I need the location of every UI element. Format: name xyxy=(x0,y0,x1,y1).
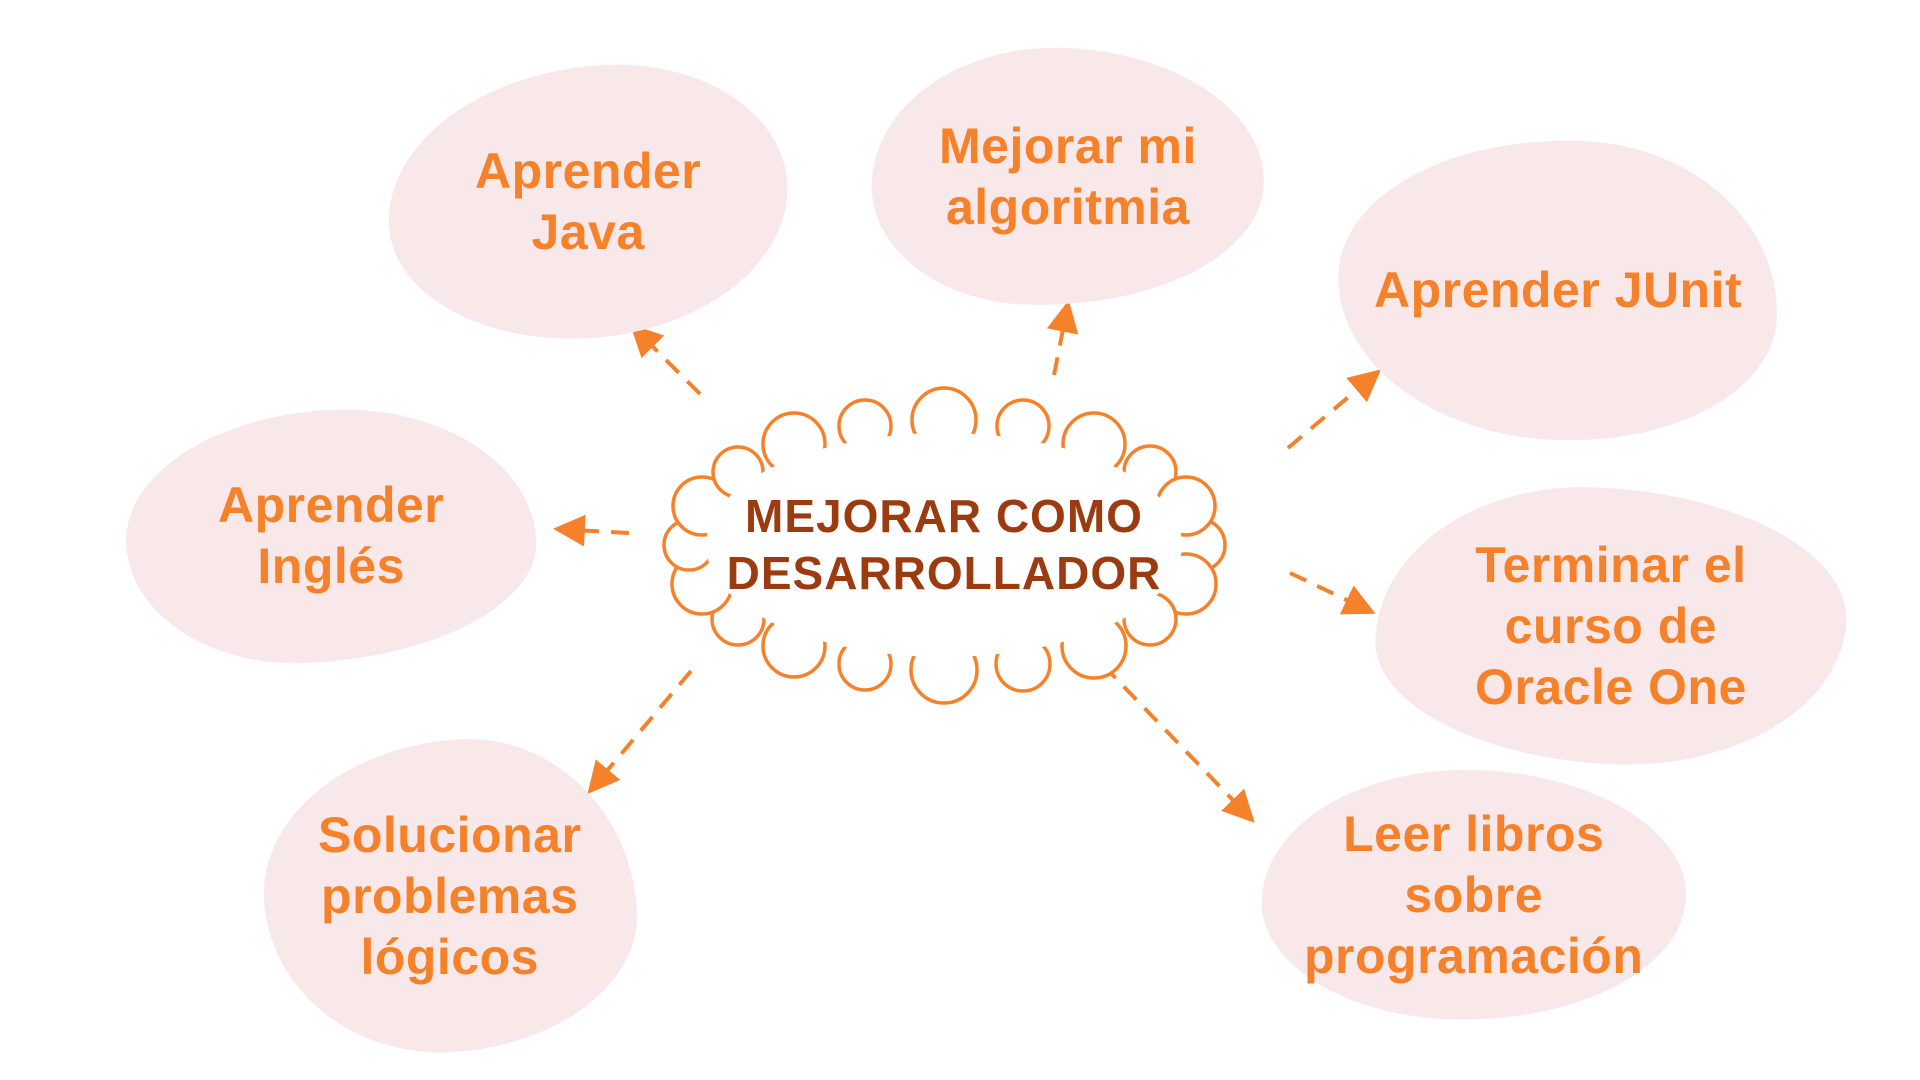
node-label-aprender-ingles: Aprender Inglés xyxy=(217,477,445,595)
node-blob-aprender-junit: Aprender JUnit xyxy=(1330,128,1786,452)
arrow-to-terminar-curso-oracle xyxy=(1289,571,1376,615)
node-label-aprender-junit: Aprender JUnit xyxy=(1373,261,1743,318)
node-label-mejorar-algoritmia: Mejorar mi algoritmia xyxy=(939,117,1197,235)
node-label-terminar-curso-oracle: Terminar el curso de Oracle One xyxy=(1475,536,1747,715)
center-node: MEJORAR COMO DESARROLLADOR xyxy=(644,375,1244,715)
node-label-aprender-java: Aprender Java xyxy=(474,143,702,261)
arrow-to-aprender-junit xyxy=(1286,369,1382,450)
node-label-leer-libros: Leer libros sobre programación xyxy=(1304,805,1644,984)
node-blob-leer-libros: Leer libros sobre programación xyxy=(1257,762,1691,1028)
arrow-to-mejorar-algoritmia xyxy=(1046,300,1079,376)
arrow-to-aprender-ingles xyxy=(553,514,630,547)
node-blob-mejorar-algoritmia: Mejorar mi algoritmia xyxy=(867,41,1269,313)
center-node-label: MEJORAR COMO DESARROLLADOR xyxy=(726,489,1162,600)
node-label-solucionar-problemas: Solucionar problemas lógicos xyxy=(318,806,582,985)
node-blob-aprender-java: Aprender Java xyxy=(381,55,795,349)
cloud-outline xyxy=(662,386,1227,705)
node-blob-terminar-curso-oracle: Terminar el curso de Oracle One xyxy=(1371,479,1851,773)
node-blob-solucionar-problemas: Solucionar problemas lógicos xyxy=(256,730,644,1062)
node-blob-aprender-ingles: Aprender Inglés xyxy=(121,402,541,670)
